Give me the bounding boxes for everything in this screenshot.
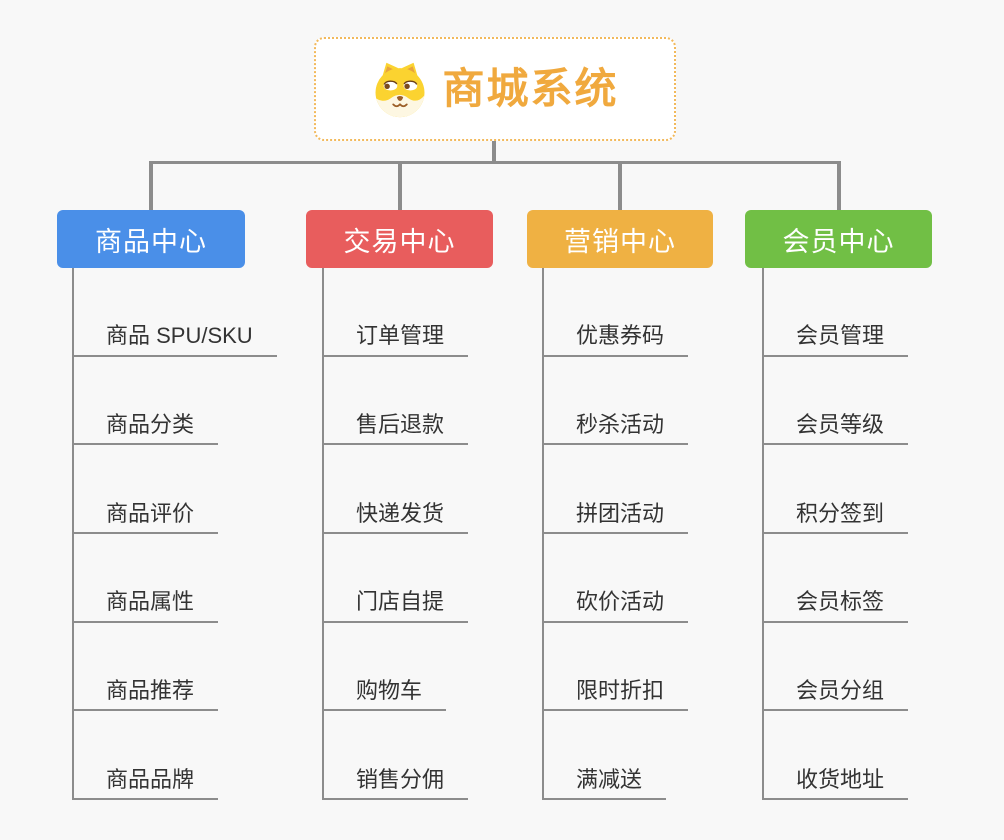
connector-root-stub bbox=[492, 141, 496, 164]
mindmap-leaf-item[interactable]: 收货地址 bbox=[764, 711, 909, 800]
mindmap-leaf-item[interactable]: 购物车 bbox=[324, 623, 447, 712]
mindmap-leaf-item[interactable]: 优惠券码 bbox=[544, 268, 689, 357]
mindmap-leaf-item[interactable]: 砍价活动 bbox=[544, 534, 689, 623]
mindmap-leaf-item[interactable]: 拼团活动 bbox=[544, 445, 689, 534]
mindmap-leaf-item[interactable]: 商品 SPU/SKU bbox=[74, 268, 277, 357]
mindmap-leaf-item[interactable]: 商品评价 bbox=[74, 445, 219, 534]
mindmap-leaf-item[interactable]: 商品品牌 bbox=[74, 711, 219, 800]
leaf-column-trade: 订单管理 售后退款 快递发货 门店自提 购物车 销售分佣 bbox=[322, 268, 469, 800]
mindmap-leaf-item[interactable]: 会员分组 bbox=[764, 623, 909, 712]
mindmap-leaf-item[interactable]: 商品推荐 bbox=[74, 623, 219, 712]
mindmap-leaf-item[interactable]: 满减送 bbox=[544, 711, 667, 800]
leaf-column-marketing: 优惠券码 秒杀活动 拼团活动 砍价活动 限时折扣 满减送 bbox=[542, 268, 689, 800]
mindmap-leaf-item[interactable]: 商品属性 bbox=[74, 534, 219, 623]
mindmap-leaf-item[interactable]: 会员标签 bbox=[764, 534, 909, 623]
mindmap-leaf-item[interactable]: 销售分佣 bbox=[324, 711, 469, 800]
mindmap-leaf-item[interactable]: 售后退款 bbox=[324, 357, 469, 446]
branch-node-marketing-center[interactable]: 营销中心 bbox=[527, 210, 713, 268]
mindmap-leaf-item[interactable]: 门店自提 bbox=[324, 534, 469, 623]
mindmap-leaf-item[interactable]: 商品分类 bbox=[74, 357, 219, 446]
mindmap-leaf-item[interactable]: 秒杀活动 bbox=[544, 357, 689, 446]
branch-node-trade-center[interactable]: 交易中心 bbox=[306, 210, 493, 268]
connector-stub-1 bbox=[149, 161, 153, 210]
mindmap-leaf-item[interactable]: 会员等级 bbox=[764, 357, 909, 446]
root-node[interactable]: 商城系统 bbox=[314, 37, 676, 141]
leaf-column-member: 会员管理 会员等级 积分签到 会员标签 会员分组 收货地址 bbox=[762, 268, 909, 800]
connector-stub-2 bbox=[398, 161, 402, 210]
mindmap-leaf-item[interactable]: 积分签到 bbox=[764, 445, 909, 534]
mindmap-leaf-item[interactable]: 限时折扣 bbox=[544, 623, 689, 712]
mindmap-leaf-item[interactable]: 快递发货 bbox=[324, 445, 469, 534]
branch-node-product-center[interactable]: 商品中心 bbox=[57, 210, 245, 268]
leaf-column-product: 商品 SPU/SKU 商品分类 商品评价 商品属性 商品推荐 商品品牌 bbox=[72, 268, 277, 800]
branch-node-member-center[interactable]: 会员中心 bbox=[745, 210, 932, 268]
mindmap-leaf-item[interactable]: 订单管理 bbox=[324, 268, 469, 357]
shiba-dog-icon bbox=[376, 62, 425, 118]
connector-stub-3 bbox=[618, 161, 622, 210]
connector-stub-4 bbox=[837, 161, 841, 210]
mindmap-leaf-item[interactable]: 会员管理 bbox=[764, 268, 909, 357]
connector-horizontal bbox=[149, 161, 840, 164]
root-title: 商城系统 bbox=[442, 65, 619, 112]
